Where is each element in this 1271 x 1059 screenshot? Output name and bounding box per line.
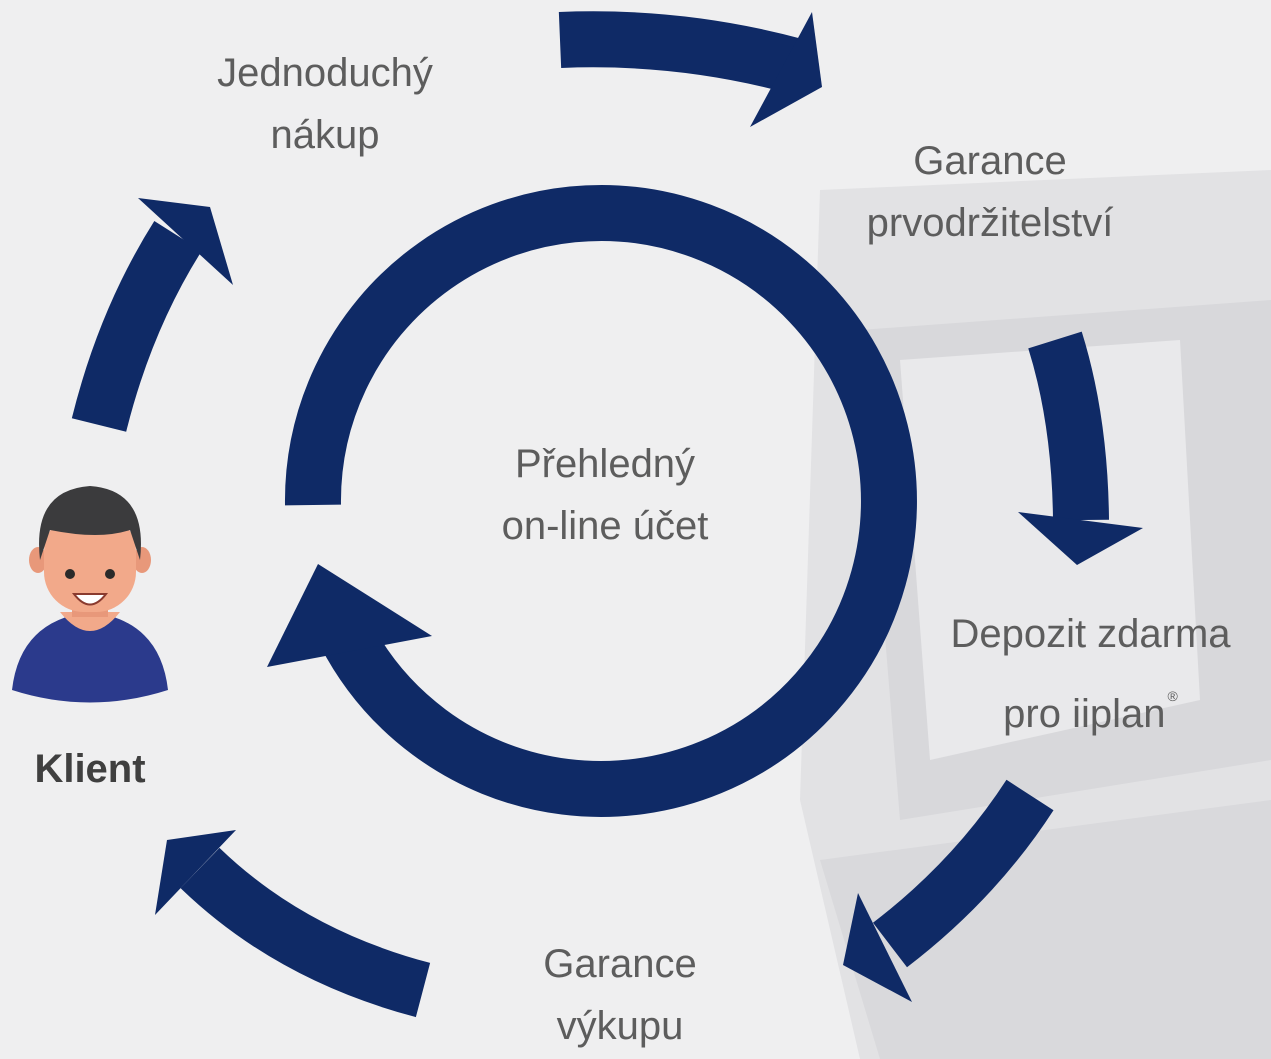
step-free-deposit-line1: Depozit zdarma [950, 612, 1231, 656]
step-simple-purchase-line2: nákup [270, 113, 380, 157]
circular-arrow-icon [267, 185, 917, 817]
person-avatar-icon [12, 486, 168, 703]
center-line2: on-line účet [501, 504, 709, 548]
step-ownership-guarantee: Garance prvodržitelství [800, 130, 1180, 254]
step-ownership-guarantee-line1: Garance [913, 139, 1067, 183]
step-free-deposit-line2-text: pro iiplan [1003, 692, 1166, 736]
client-label: Klient [34, 747, 146, 791]
center-online-account: Přehledný on-line účet [420, 433, 790, 557]
curved-arrow-icon [1018, 331, 1143, 565]
step-buyback-guarantee: Garance výkupu [470, 933, 770, 1057]
step-buyback-guarantee-line1: Garance [543, 942, 697, 986]
step-free-deposit: Depozit zdarma pro iiplan® [910, 603, 1271, 745]
step-ownership-guarantee-line2: prvodržitelství [866, 201, 1114, 245]
step-simple-purchase-line1: Jednoduchý [217, 51, 433, 95]
curved-arrow-icon [155, 830, 431, 1018]
curved-arrow-icon [843, 779, 1054, 1002]
curved-arrow-icon [71, 198, 233, 432]
step-free-deposit-line2: pro iiplan® [910, 665, 1271, 745]
registered-mark: ® [1167, 688, 1178, 704]
curved-arrow-icon [558, 11, 822, 127]
step-simple-purchase: Jednoduchý nákup [150, 42, 500, 166]
center-line1: Přehledný [514, 442, 696, 486]
step-buyback-guarantee-line2: výkupu [556, 1004, 684, 1048]
